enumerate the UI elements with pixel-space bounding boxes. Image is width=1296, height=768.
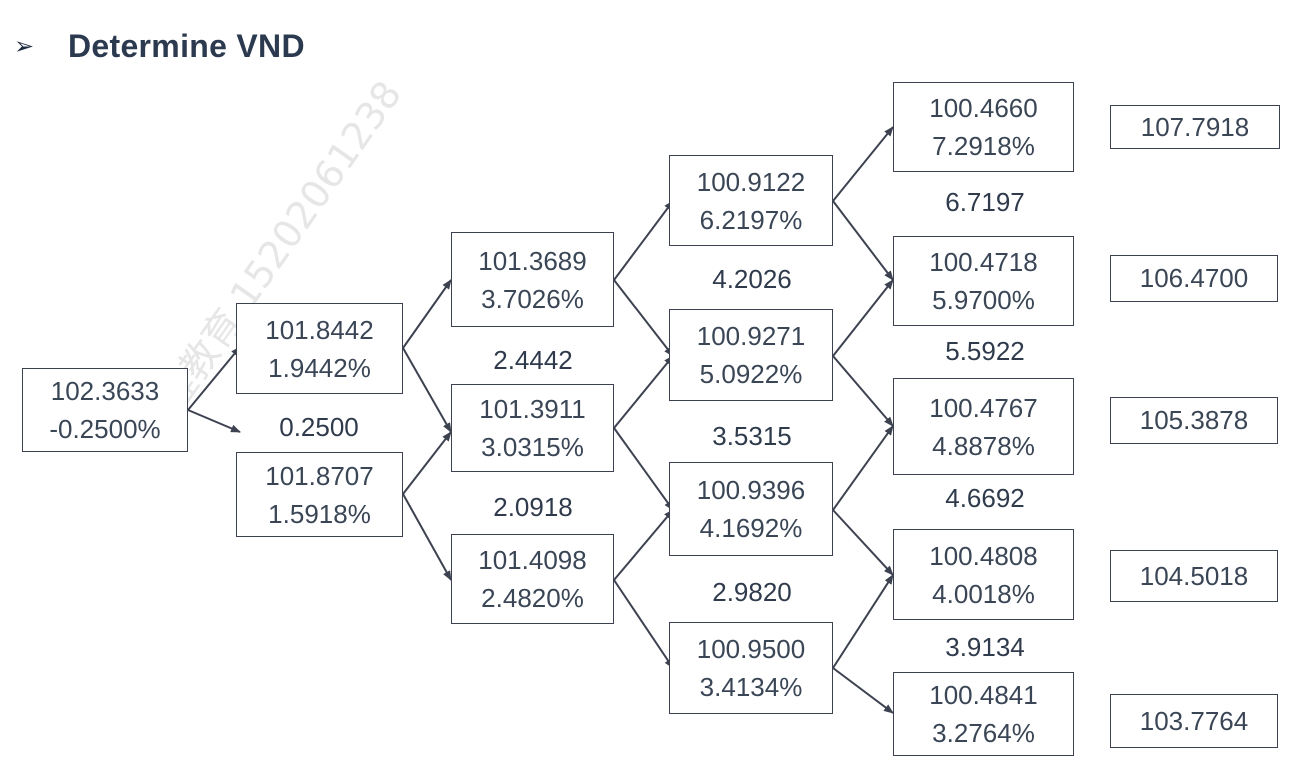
tree-node: 100.4767 4.8878% — [893, 378, 1074, 475]
node-rate: -0.2500% — [49, 414, 161, 444]
node-price: 101.8707 — [265, 460, 374, 491]
tree-node: 101.4098 2.4820% — [451, 534, 614, 624]
tree-arrow — [402, 493, 452, 581]
node-rate: 1.9442% — [268, 352, 371, 383]
terminal-value-box: 107.7918 — [1110, 105, 1280, 149]
node-rate: 3.2764% — [932, 718, 1035, 748]
tree-node: 101.8442 1.9442% — [236, 303, 403, 394]
tree-node: 101.3689 3.7026% — [451, 232, 614, 327]
tree-arrow — [187, 409, 241, 433]
tree-node: 102.3633 -0.2500% — [22, 368, 188, 452]
node-rate: 7.2918% — [932, 131, 1035, 161]
between-value: 2.0918 — [493, 492, 573, 522]
tree-arrow — [613, 427, 674, 511]
tree-arrow — [832, 126, 894, 202]
node-price: 102.3633 — [50, 376, 160, 406]
slide-title: Determine VND — [68, 27, 305, 64]
node-price: 100.4767 — [929, 392, 1038, 423]
slide-heading: ➢ Determine VND — [14, 24, 305, 68]
tree-node: 101.3911 3.0315% — [451, 384, 614, 472]
node-rate: 3.4134% — [699, 672, 803, 702]
node-price: 100.9396 — [696, 475, 806, 505]
terminal-value-box: 106.4700 — [1110, 255, 1278, 302]
node-price: 100.4808 — [929, 540, 1038, 571]
between-value: 3.9134 — [945, 632, 1025, 662]
arrow-bullet-icon: ➢ — [14, 32, 35, 60]
node-rate: 2.4820% — [481, 583, 584, 613]
tree-node: 100.9500 3.4134% — [669, 622, 833, 714]
between-value: 4.2026 — [712, 264, 792, 294]
tree-arrow — [613, 279, 674, 357]
tree-arrow — [402, 279, 452, 349]
tree-arrow — [613, 509, 674, 581]
between-value: 2.4442 — [493, 345, 573, 375]
node-price: 100.9500 — [696, 634, 806, 664]
tree-arrow — [832, 200, 894, 281]
node-price: 100.9271 — [696, 321, 806, 351]
tree-arrow — [613, 200, 674, 281]
between-value: 4.6692 — [945, 483, 1025, 513]
tree-node: 101.8707 1.5918% — [236, 452, 403, 537]
between-value: 2.9820 — [712, 577, 792, 607]
node-price: 100.4718 — [929, 247, 1038, 277]
node-rate: 6.2197% — [699, 204, 803, 235]
node-rate: 3.0315% — [481, 432, 584, 462]
tree-arrow — [613, 355, 674, 429]
node-price: 101.4098 — [478, 545, 587, 575]
node-price: 100.9122 — [696, 166, 806, 197]
node-rate: 3.7026% — [481, 283, 584, 314]
tree-arrow — [832, 509, 894, 576]
node-price: 100.4660 — [929, 93, 1038, 123]
tree-node: 100.9122 6.2197% — [669, 155, 833, 246]
node-price: 101.3689 — [478, 245, 587, 276]
node-price: 100.4841 — [929, 680, 1038, 710]
tree-arrow — [832, 355, 894, 427]
tree-arrow — [832, 667, 894, 714]
tree-node: 100.4660 7.2918% — [893, 82, 1074, 172]
tree-arrow — [832, 574, 894, 669]
tree-arrow — [832, 425, 894, 511]
node-rate: 4.1692% — [699, 513, 803, 543]
tree-node: 100.4841 3.2764% — [893, 672, 1074, 756]
node-rate: 5.9700% — [932, 285, 1035, 315]
tree-node: 100.9271 5.0922% — [669, 309, 833, 401]
node-price: 101.3911 — [479, 394, 586, 424]
between-value: 6.7197 — [945, 187, 1025, 217]
tree-arrow — [402, 431, 452, 495]
tree-arrow — [402, 347, 452, 433]
tree-node: 100.9396 4.1692% — [669, 462, 833, 556]
terminal-value-box: 105.3878 — [1110, 397, 1278, 444]
node-rate: 5.0922% — [699, 359, 803, 389]
tree-arrow — [187, 346, 241, 411]
between-value: 3.5315 — [712, 421, 792, 451]
between-value: 0.2500 — [279, 412, 359, 442]
terminal-value-box: 103.7764 — [1110, 694, 1278, 748]
node-rate: 4.0018% — [932, 578, 1035, 609]
node-rate: 4.8878% — [932, 430, 1035, 461]
terminal-value-box: 104.5018 — [1110, 550, 1278, 602]
node-rate: 1.5918% — [268, 498, 371, 529]
node-price: 101.8442 — [265, 314, 374, 345]
tree-arrow — [613, 579, 674, 669]
tree-arrow — [832, 279, 894, 357]
tree-node: 100.4718 5.9700% — [893, 236, 1074, 326]
between-value: 5.5922 — [945, 336, 1025, 366]
tree-node: 100.4808 4.0018% — [893, 529, 1074, 620]
